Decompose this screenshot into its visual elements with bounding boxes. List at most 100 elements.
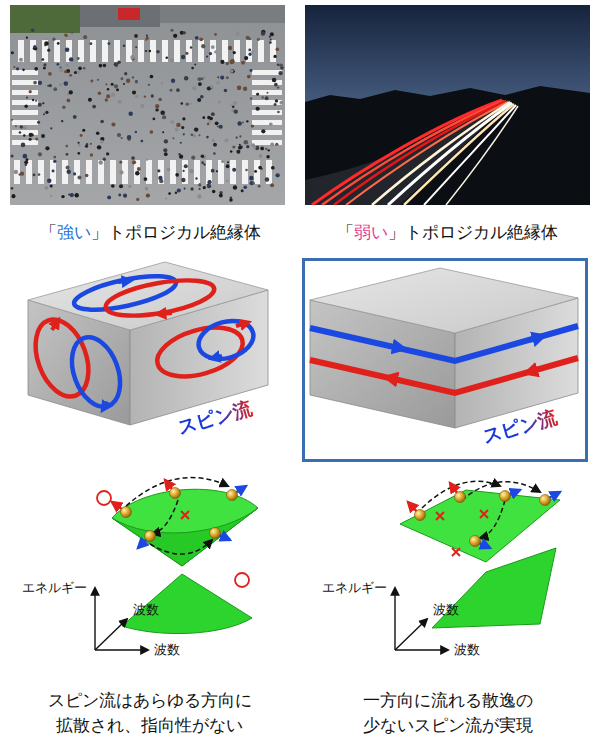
pedestrian	[276, 173, 280, 177]
pedestrian	[172, 137, 174, 139]
pedestrian	[52, 38, 55, 41]
pedestrian	[199, 188, 201, 190]
pedestrian	[200, 95, 204, 99]
pedestrian	[42, 58, 45, 61]
pedestrian	[65, 48, 70, 53]
road	[160, 5, 285, 23]
pedestrian	[217, 76, 219, 78]
pedestrian	[194, 64, 196, 66]
pedestrian	[117, 133, 121, 137]
zebra-stripe	[242, 160, 248, 184]
pedestrian	[277, 111, 280, 114]
pedestrian	[35, 100, 37, 102]
road	[80, 5, 160, 27]
dirac-cone	[97, 478, 258, 634]
dirac-wedge	[400, 481, 560, 628]
pedestrian	[107, 195, 111, 199]
pedestrian	[230, 59, 234, 63]
pedestrian	[197, 98, 201, 102]
pedestrian	[25, 164, 28, 167]
pedestrian	[43, 63, 46, 66]
pedestrian	[206, 55, 208, 57]
pedestrian	[119, 170, 123, 174]
pedestrian	[178, 153, 180, 155]
pedestrian	[145, 187, 149, 191]
pedestrian	[252, 182, 255, 185]
pedestrian	[144, 95, 146, 97]
pedestrian	[214, 33, 217, 36]
pedestrian	[265, 148, 267, 150]
pedestrian	[114, 62, 118, 66]
pedestrian	[176, 123, 180, 127]
highlight-frame: スピン流	[302, 258, 588, 462]
pedestrian	[118, 100, 122, 104]
pedestrian	[209, 52, 212, 55]
pedestrian	[164, 139, 168, 143]
pedestrian	[274, 103, 277, 106]
pedestrian	[114, 84, 118, 88]
road	[305, 100, 512, 205]
pedestrian	[106, 94, 110, 98]
pedestrian	[278, 71, 282, 75]
axis-label: エネルギー	[322, 580, 387, 596]
pedestrian	[145, 39, 147, 41]
title-text: 「	[40, 222, 57, 242]
pedestrian	[269, 35, 271, 37]
pedestrian	[53, 156, 56, 159]
pedestrian	[11, 187, 14, 190]
crossing-photo	[10, 5, 285, 205]
pedestrian	[50, 127, 52, 129]
pedestrian	[239, 144, 241, 146]
pedestrian	[64, 81, 69, 86]
pedestrian	[181, 178, 185, 182]
pedestrian	[269, 122, 273, 126]
pedestrian	[98, 92, 102, 96]
pedestrian	[214, 51, 217, 54]
pedestrian	[62, 105, 65, 108]
pedestrian	[33, 173, 36, 176]
highway-photo	[305, 5, 590, 205]
pedestrian	[97, 145, 101, 149]
zebra-stripe	[194, 160, 200, 184]
pedestrian	[219, 125, 223, 129]
zebra-stripe	[12, 80, 38, 85]
pedestrian	[226, 62, 230, 66]
zebra-stripe	[252, 70, 282, 75]
title-text: 「	[337, 222, 354, 242]
pedestrian	[248, 49, 251, 52]
spin-loops	[26, 269, 258, 413]
pedestrian	[121, 137, 123, 139]
pedestrian	[135, 80, 138, 83]
pedestrian	[191, 67, 194, 70]
pedestrian	[50, 185, 53, 188]
pedestrian	[213, 143, 217, 147]
upper-surface	[112, 508, 258, 566]
pedestrian	[249, 176, 254, 181]
zebra-stripe	[12, 100, 38, 105]
zebra-stripe	[12, 110, 38, 115]
axis-label: エネルギー	[22, 580, 87, 596]
title-row: 「強い」トポロジカル絶縁体	[10, 222, 290, 242]
pedestrian	[64, 34, 67, 37]
pedestrian	[29, 133, 33, 137]
pedestrian	[190, 46, 192, 48]
pedestrian	[132, 90, 136, 94]
pedestrian	[43, 67, 46, 70]
pedestrian	[26, 37, 28, 39]
pedestrian	[191, 156, 195, 160]
axis-label: 波数	[433, 602, 459, 618]
pedestrian	[33, 45, 36, 48]
pedestrian	[82, 129, 85, 132]
pedestrian	[162, 116, 165, 119]
pedestrian	[225, 139, 229, 143]
pedestrian	[226, 164, 230, 168]
pedestrian	[212, 190, 215, 193]
pedestrian	[270, 143, 274, 147]
zebra-stripe	[252, 120, 282, 125]
spin-current-label: スピン流	[480, 405, 560, 449]
pedestrian	[165, 57, 168, 60]
pedestrian	[156, 50, 160, 54]
loop	[63, 331, 129, 414]
pedestrian	[161, 82, 163, 84]
pedestrian	[220, 60, 224, 64]
